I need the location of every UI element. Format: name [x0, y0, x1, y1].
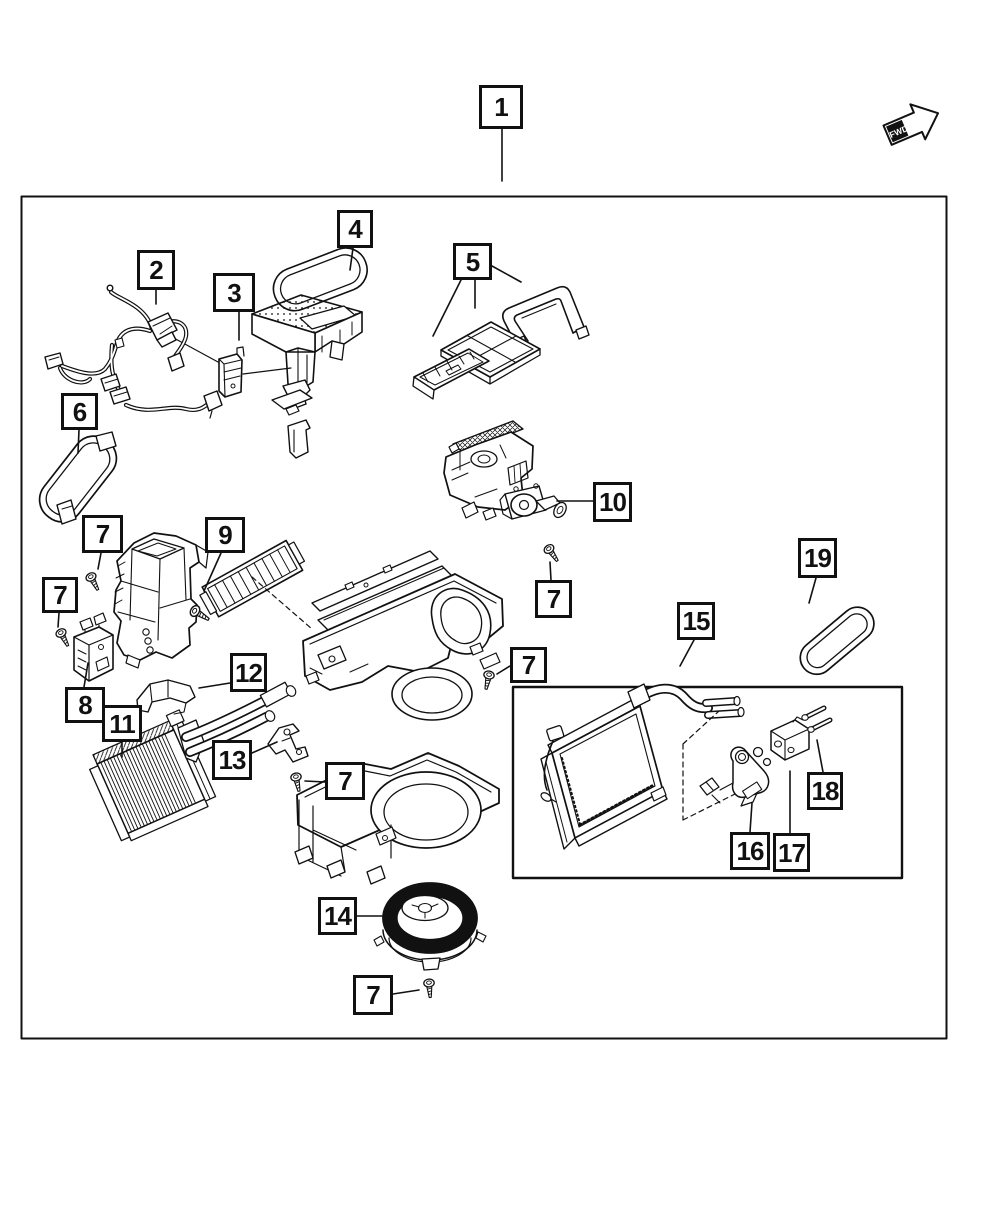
fwd-arrow-icon: FWD: [882, 103, 940, 146]
callout-label: 7: [338, 766, 353, 796]
callout-box-8[interactable]: 8: [65, 687, 105, 723]
part-evaporator: [540, 683, 745, 850]
part-slatted-door: [199, 539, 306, 618]
callout-box-7d[interactable]: 7: [510, 647, 547, 683]
leader-line-5: [432, 279, 462, 337]
part-seal-19: [799, 606, 875, 676]
callout-label: 16: [736, 836, 765, 866]
leader-line-7f: [392, 989, 420, 995]
callout-label: 3: [227, 277, 242, 308]
figure-border: [20, 195, 948, 1040]
leader-line-7c: [549, 561, 552, 581]
callout-label: 7: [53, 580, 68, 610]
leader-line-7b: [57, 612, 60, 628]
callout-box-9[interactable]: 9: [205, 517, 245, 553]
part-upper-right-housing: [443, 420, 534, 521]
leader-line-7a: [97, 552, 102, 570]
callout-label: 7: [95, 519, 111, 549]
leader-line-5: [491, 265, 522, 283]
callout-label: 1: [494, 92, 509, 122]
callout-label: 7: [521, 650, 537, 680]
callout-label: 6: [72, 396, 88, 427]
callout-box-15[interactable]: 15: [677, 602, 715, 640]
leader-lines: [57, 128, 824, 995]
callout-box-2[interactable]: 2: [137, 250, 175, 290]
part-center-housing: [251, 550, 504, 721]
leader-line-12: [198, 682, 231, 689]
callout-label: 5: [465, 246, 481, 277]
part-studs-18: [801, 705, 833, 733]
leader-line-18: [816, 739, 824, 773]
callout-box-1[interactable]: 1: [479, 85, 523, 129]
callout-box-7a[interactable]: 7: [82, 515, 123, 553]
callout-label: 9: [218, 520, 233, 550]
callout-box-18[interactable]: 18: [807, 772, 843, 810]
part-bracket-13: [267, 723, 309, 763]
callout-box-7c[interactable]: 7: [535, 580, 572, 618]
leader-line-16: [749, 802, 753, 833]
callout-label: 18: [811, 776, 840, 806]
leader-line-7e: [304, 780, 326, 783]
leader-line-4: [349, 247, 354, 271]
callout-label: 11: [109, 708, 135, 739]
part-heater-core: [89, 709, 217, 842]
callout-label: 17: [778, 837, 806, 868]
callout-box-10[interactable]: 10: [593, 482, 632, 522]
callout-box-12[interactable]: 12: [230, 653, 267, 692]
callout-label: 14: [324, 901, 352, 931]
part-heater-tubes: [136, 679, 297, 763]
callout-box-7f[interactable]: 7: [353, 975, 393, 1015]
leader-line-13: [251, 741, 278, 754]
part-left-housing: [113, 532, 209, 669]
part-expansion-valve-17: [752, 716, 810, 767]
callout-label: 7: [546, 584, 562, 614]
callout-box-3[interactable]: 3: [213, 273, 255, 312]
callout-box-16[interactable]: 16: [730, 832, 770, 870]
part-blower-wheel: [373, 882, 487, 971]
callout-box-17[interactable]: 17: [773, 833, 810, 872]
callout-box-13[interactable]: 13: [212, 740, 252, 780]
leader-line-15: [679, 639, 695, 667]
callout-label: 12: [235, 657, 263, 688]
callout-label: 15: [682, 606, 711, 636]
callout-label: 13: [218, 745, 247, 775]
leader-line-8: [83, 662, 89, 688]
callout-label: 8: [78, 690, 93, 720]
leader-line-7d: [496, 665, 511, 675]
part-actuator-3: [171, 336, 292, 398]
part-module-8: [73, 612, 114, 682]
callout-box-11[interactable]: 11: [102, 705, 142, 742]
callout-box-5[interactable]: 5: [453, 243, 492, 280]
callout-box-6[interactable]: 6: [61, 393, 98, 430]
part-wiring-harness: [44, 284, 223, 419]
part-mounting-plate-16: [699, 746, 770, 807]
callout-box-19[interactable]: 19: [798, 538, 837, 578]
callout-box-7e[interactable]: 7: [325, 762, 365, 800]
leader-line-19: [808, 577, 817, 604]
part-seal-loop: [38, 431, 118, 525]
inset-dashed-guides: [682, 710, 736, 821]
callout-box-4[interactable]: 4: [337, 210, 373, 248]
part-intake-housing: [251, 294, 363, 459]
callout-label: 10: [599, 487, 627, 517]
part-actuator-10: [499, 483, 567, 520]
callout-label: 19: [804, 543, 832, 573]
callout-label: 2: [149, 255, 164, 285]
part-filter-assembly: [412, 285, 590, 400]
callout-label: 4: [348, 214, 363, 244]
callout-box-7b[interactable]: 7: [42, 577, 78, 613]
part-seal-upper: [272, 247, 368, 312]
leader-line-9: [203, 552, 222, 592]
leader-line-6: [77, 429, 80, 454]
callout-label: 7: [366, 980, 381, 1010]
callout-box-14[interactable]: 14: [318, 897, 357, 935]
